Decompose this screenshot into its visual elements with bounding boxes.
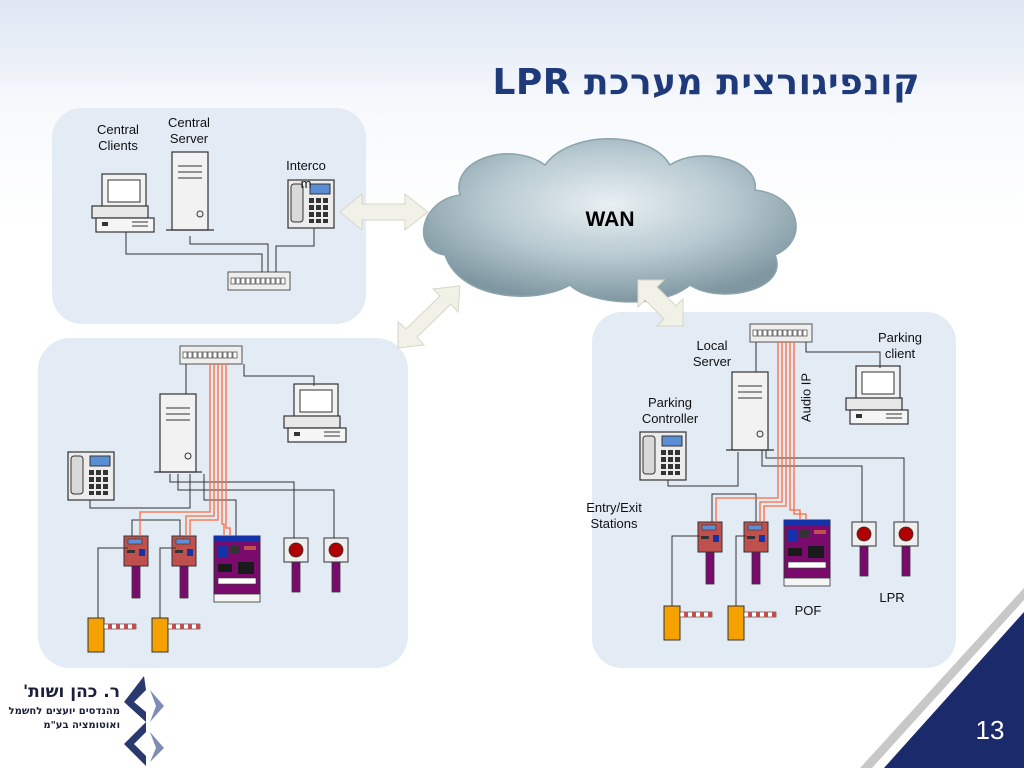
wan-cloud-icon	[422, 138, 797, 303]
link-arrow-central-wan	[339, 192, 429, 232]
link-arrow-wan-right-site	[637, 279, 684, 327]
local-server-label: Local Server	[692, 338, 732, 369]
intercom-label: Interco m	[286, 158, 326, 191]
wan-label: WAN	[585, 208, 635, 231]
lpr-label: LPR	[879, 590, 905, 605]
central-server-label: Central Server	[168, 115, 210, 146]
central-clients-label: Central Clients	[97, 122, 139, 153]
company-line-1: מהנדסים יועצים לחשמל	[8, 706, 120, 717]
company-name: ר. כהן ושות'	[22, 682, 120, 702]
company-line-2: ואוטומציה בע"מ	[43, 720, 120, 731]
central-site-panel	[52, 108, 366, 324]
pof-label: POF	[794, 603, 822, 618]
audio-ip-label: Audio IP	[798, 372, 814, 423]
corner-decoration	[860, 588, 1024, 768]
slide-title: קונפיגורצית מערכת LPR	[492, 62, 920, 103]
company-logo-icon	[124, 676, 164, 766]
link-arrow-parking-wan	[397, 285, 461, 349]
entry-exit-label: Entry/Exit Stations	[586, 500, 642, 531]
parking-controller-label: Parking Controller	[641, 395, 699, 426]
parking-client-label: Parking client	[877, 330, 923, 361]
page-number: 13	[975, 715, 1005, 745]
